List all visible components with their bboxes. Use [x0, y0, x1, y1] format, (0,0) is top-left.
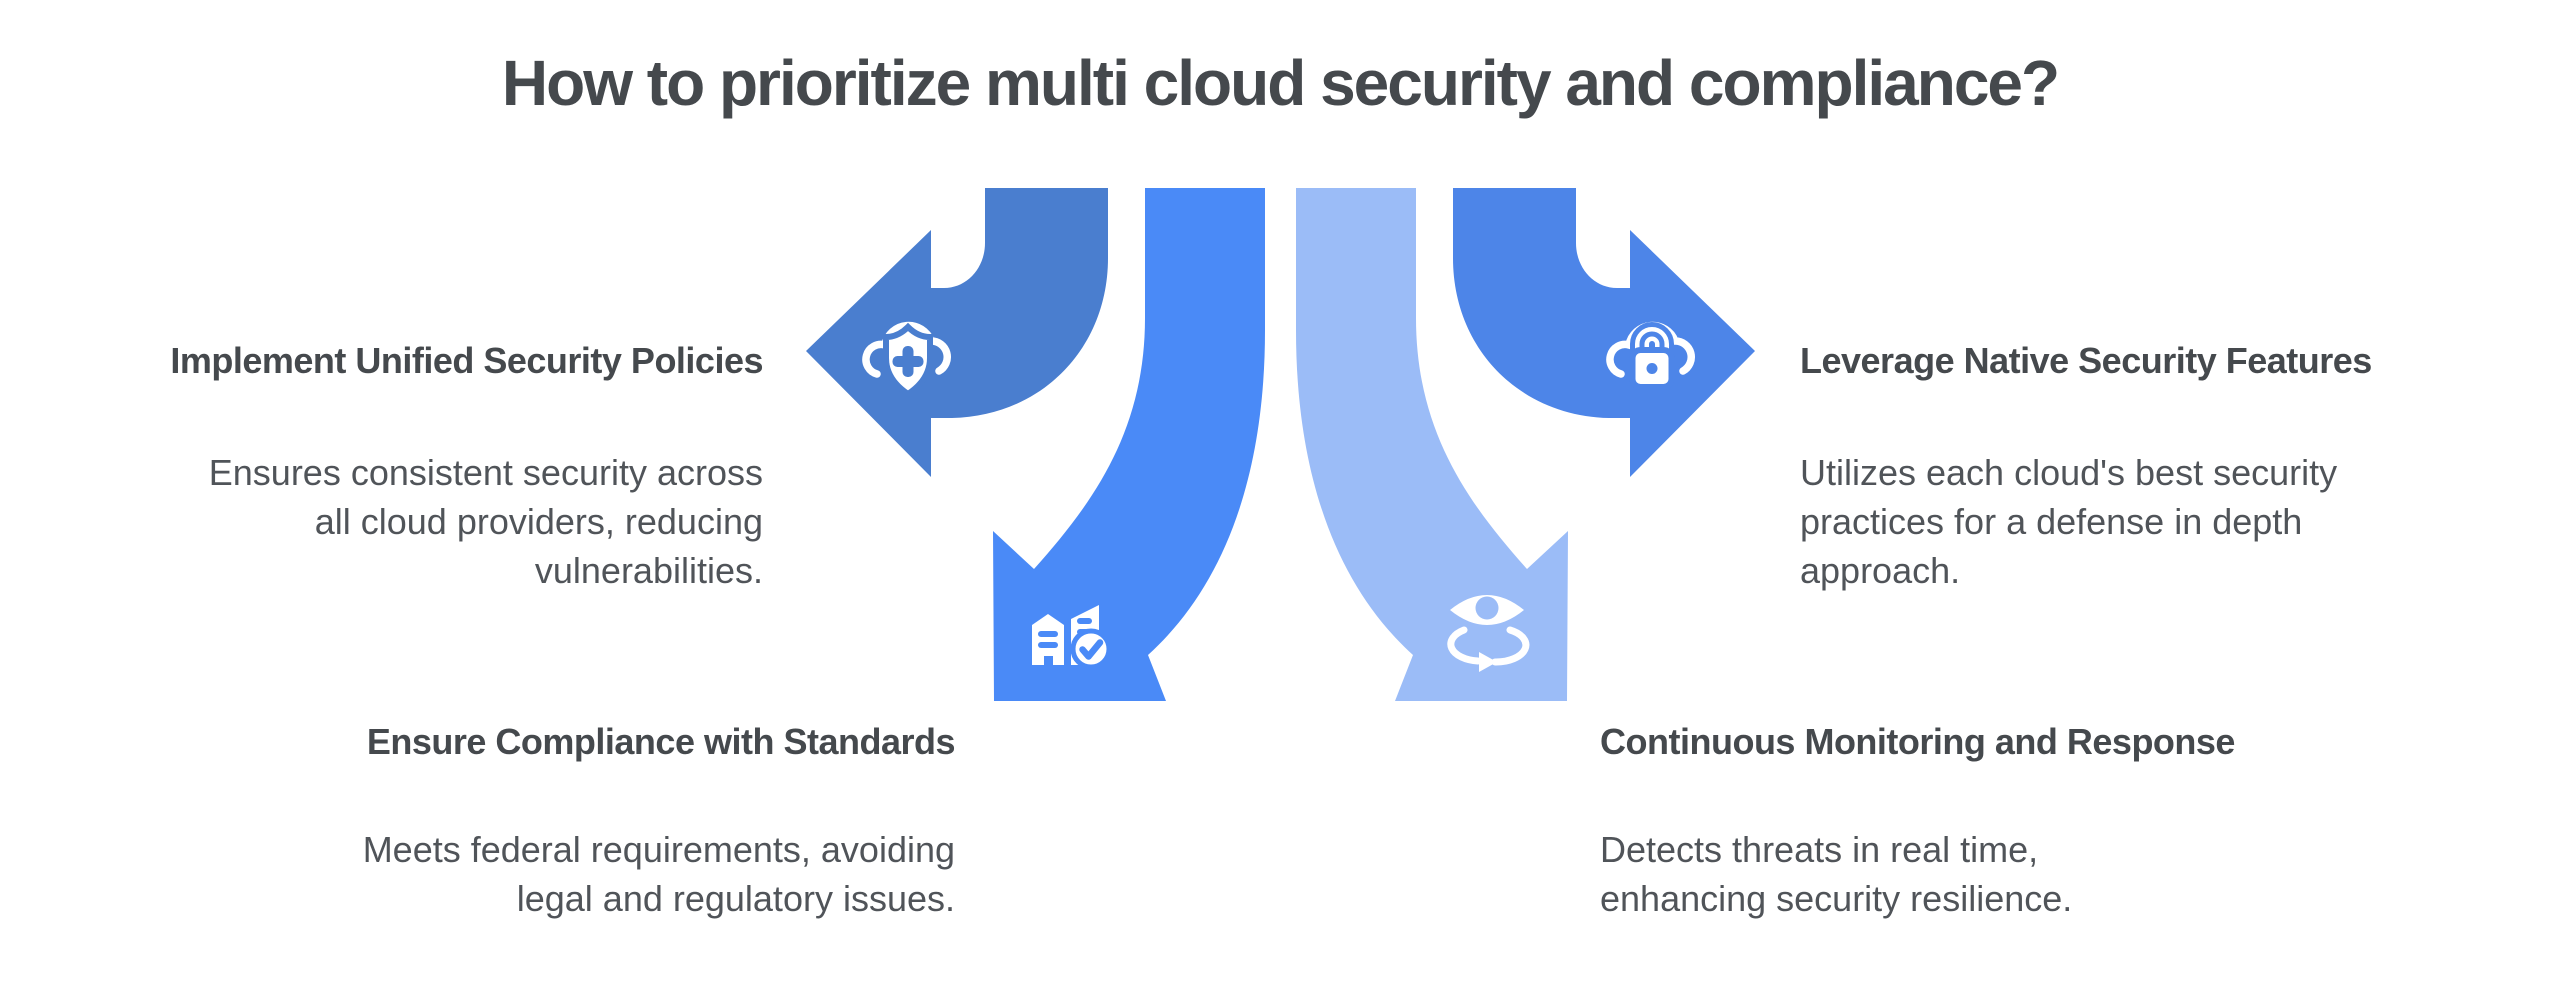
item-body: Detects threats in real time, enhancing … — [1600, 829, 2073, 919]
item-body: Utilizes each cloud's best security prac… — [1800, 452, 2338, 591]
arrow-right — [1453, 188, 1755, 477]
item-native-features: Leverage Native Security Features Utiliz… — [1800, 322, 2372, 613]
item-unified-policies: Implement Unified Security Policies Ensu… — [170, 322, 763, 613]
item-heading: Leverage Native Security Features — [1800, 340, 2372, 381]
cloud-lock-icon — [1602, 300, 1702, 400]
eye-rotation-icon — [1437, 574, 1537, 674]
cloud-shield-plus-icon — [858, 300, 958, 400]
item-body: Ensures consistent security across all c… — [208, 452, 763, 591]
item-monitoring-response: Continuous Monitoring and Response Detec… — [1600, 703, 2235, 941]
item-compliance-standards: Ensure Compliance with Standards Meets f… — [362, 703, 956, 941]
item-body: Meets federal requirements, avoiding leg… — [362, 829, 955, 919]
item-heading: Implement Unified Security Policies — [170, 340, 763, 381]
arrow-left — [806, 188, 1108, 477]
page-title: How to prioritize multi cloud security a… — [501, 47, 2060, 119]
arrow-down-left — [993, 188, 1265, 701]
item-heading: Ensure Compliance with Standards — [366, 721, 956, 762]
buildings-check-icon — [1020, 572, 1120, 672]
arrow-down-right — [1296, 188, 1568, 701]
item-heading: Continuous Monitoring and Response — [1600, 721, 2235, 762]
